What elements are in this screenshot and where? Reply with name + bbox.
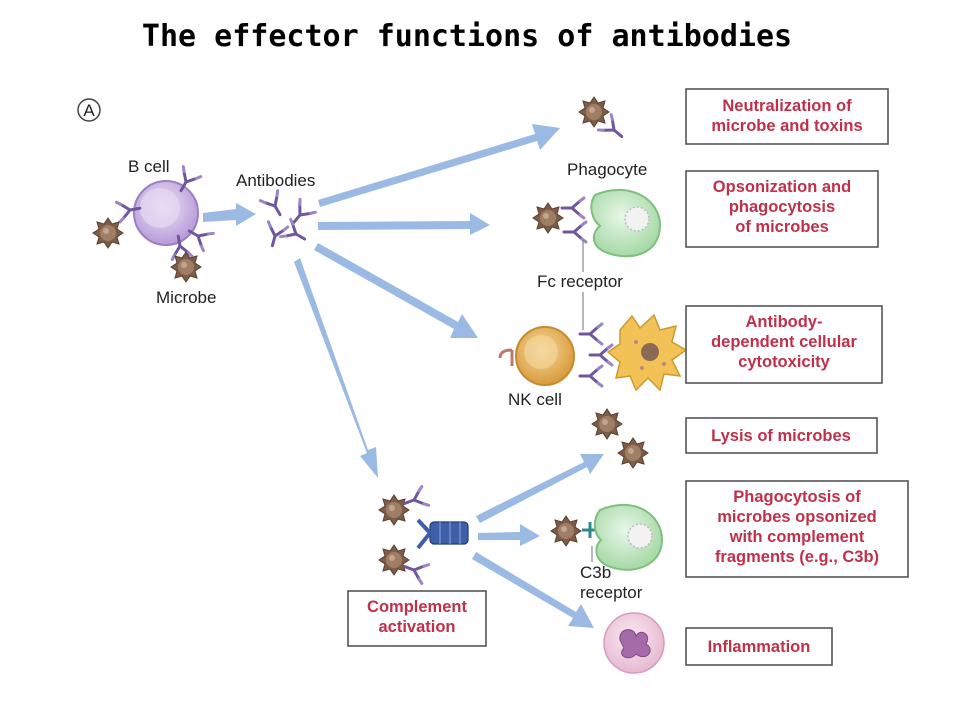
box-phagocytosis-complement: Phagocytosis of microbes opsonized with … [685,480,909,578]
box-phago-comp-line-1: Phagocytosis of [733,488,861,506]
b-cell [114,165,215,262]
box-phago-comp-line-4: fragments (e.g., C3b) [715,548,879,566]
arrow-to-complement [294,258,378,478]
arrow-to-phagocytosis-c3b [478,524,540,546]
phagocyte-label: Phagocyte [567,160,647,179]
box-neutralization: Neutralization of microbe and toxins [685,88,889,145]
box-opsonization-line-3: of microbes [735,218,829,236]
box-opsonization-line-1: Opsonization and [713,178,851,196]
fc-receptor-label: Fc receptor [537,272,623,291]
panel-label-text: A [83,101,95,120]
complement-complex [378,484,469,586]
nk-cell-label: NK cell [508,390,562,409]
arrow-to-adcc [314,243,478,338]
lysed-microbes [591,408,649,469]
panel-label: A [77,98,101,122]
arrow-to-inflammation [472,552,594,628]
arrow-bcell-to-antibodies [203,203,256,226]
box-neutralization-line-2: microbe and toxins [711,117,862,135]
box-lysis: Lysis of microbes [685,417,878,454]
box-complement-line-2: activation [378,618,455,636]
arrows [203,124,604,628]
box-complement-activation: Complement activation [347,590,487,647]
b-cell-label: B cell [128,157,170,176]
box-opsonization: Opsonization and phagocytosis of microbe… [685,170,879,248]
antibodies-label: Antibodies [236,171,315,190]
phagocyte-c3b [550,503,664,571]
box-phago-comp-line-2: microbes opsonized [717,508,877,526]
box-neutralization-line-1: Neutralization of [722,97,852,115]
inflammation-cell [603,612,665,674]
box-inflammation-line-1: Inflammation [708,638,811,656]
box-inflammation: Inflammation [685,627,833,666]
c3b-receptor-label-2: receptor [580,583,643,602]
box-phago-comp-line-3: with complement [729,528,865,546]
box-adcc-line-3: cytotoxicity [738,353,831,371]
neutralized-microbe [578,96,630,146]
target-infected-cell [606,313,688,392]
page-title: The effector functions of antibodies [142,19,792,54]
box-adcc-line-2: dependent cellular [711,333,857,351]
arrow-to-lysis [476,454,604,523]
phagocyte-opsonization [532,188,662,258]
box-lysis-line-1: Lysis of microbes [711,427,851,445]
antibodies-cluster [258,189,317,250]
arrow-to-opsonization [318,213,490,235]
nk-cell [498,322,614,388]
box-opsonization-line-2: phagocytosis [729,198,835,216]
microbe-label: Microbe [156,288,216,307]
box-complement-line-1: Complement [367,598,467,616]
box-adcc-line-1: Antibody- [746,313,823,331]
c3b-receptor-label-1: C3b [580,563,611,582]
arrow-to-neutralization [318,124,560,207]
box-adcc: Antibody- dependent cellular cytotoxicit… [685,305,883,384]
